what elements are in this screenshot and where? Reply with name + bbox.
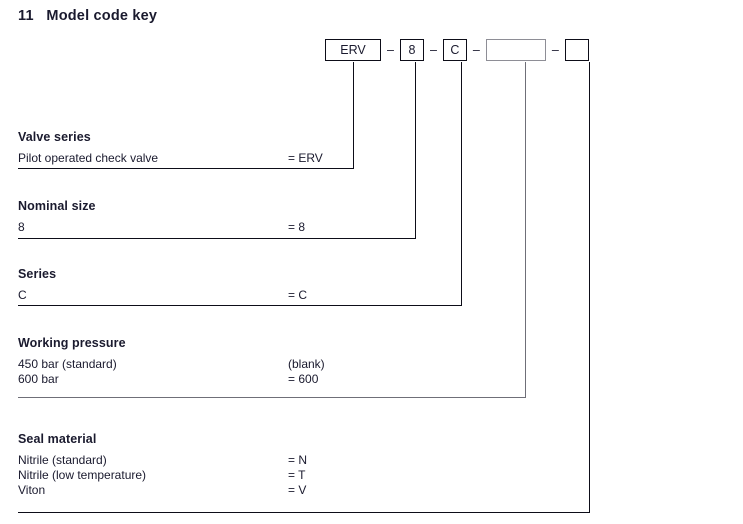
spec-row: Nitrile (standard) = N: [18, 453, 307, 468]
section-rule-working-pressure: [18, 397, 525, 398]
model-code-box-nominal-size[interactable]: 8: [399, 39, 424, 61]
spec-description: 600 bar: [18, 372, 59, 386]
spec-value: = 8: [288, 220, 306, 234]
model-code-box-series[interactable]: C: [442, 39, 467, 61]
section-rule-nominal-size: [18, 238, 415, 239]
spec-value: = V: [288, 483, 307, 497]
spec-row: Nitrile (low temperature) = T: [18, 468, 305, 483]
section-rule-series: [18, 305, 461, 306]
spec-row: Viton = V: [18, 483, 306, 498]
spec-row: 8 = 8: [18, 220, 305, 235]
spec-row: Pilot operated check valve = ERV: [18, 151, 323, 166]
spec-row: 450 bar (standard) (blank): [18, 357, 325, 372]
model-code-box-working-pressure[interactable]: [485, 39, 546, 61]
leader-line-seal-material: [589, 62, 590, 513]
section-nominal-size: Nominal size 8 = 8: [18, 199, 305, 235]
leader-line-valve-series: [353, 62, 354, 169]
section-rule-seal-material: [18, 512, 589, 513]
spec-description: Viton: [18, 483, 46, 497]
leader-line-nominal-size: [415, 62, 416, 239]
spec-value: = C: [288, 288, 308, 302]
spec-row: 600 bar = 600: [18, 372, 318, 387]
leader-line-series: [461, 62, 462, 306]
spec-value: = 600: [288, 372, 319, 386]
leader-line-working-pressure: [525, 62, 526, 398]
model-code-separator: –: [387, 42, 394, 57]
section-heading-valve-series: Valve series: [18, 130, 91, 144]
model-code-separator: –: [551, 42, 559, 57]
spec-description: 8: [18, 220, 25, 234]
spec-description: Nitrile (low temperature): [18, 468, 147, 482]
spec-description: C: [18, 288, 27, 302]
model-code-separator: –: [429, 42, 437, 57]
spec-description: Pilot operated check valve: [18, 151, 159, 165]
page-title: 11 Model code key: [18, 8, 158, 24]
spec-value: = T: [288, 468, 306, 482]
model-code-box-seal-material[interactable]: [564, 39, 589, 61]
spec-description: 450 bar (standard): [18, 357, 117, 371]
section-working-pressure: Working pressure 450 bar (standard) (blank…: [18, 336, 325, 387]
section-rule-valve-series: [18, 168, 353, 169]
model-code-box-valve-series[interactable]: ERV: [325, 39, 381, 61]
model-code-separator: –: [472, 42, 480, 57]
section-heading-series: Series: [18, 267, 57, 281]
spec-description: Nitrile (standard): [18, 453, 107, 467]
model-code-strip: ERV–8–C––: [325, 38, 589, 62]
spec-value: (blank): [288, 357, 325, 371]
section-heading-working-pressure: Working pressure: [18, 336, 126, 350]
section-heading-nominal-size: Nominal size: [18, 199, 96, 213]
spec-row: C = C: [18, 288, 307, 303]
spec-value: = N: [288, 453, 308, 467]
section-heading-seal-material: Seal material: [18, 432, 97, 446]
spec-value: = ERV: [288, 151, 323, 165]
